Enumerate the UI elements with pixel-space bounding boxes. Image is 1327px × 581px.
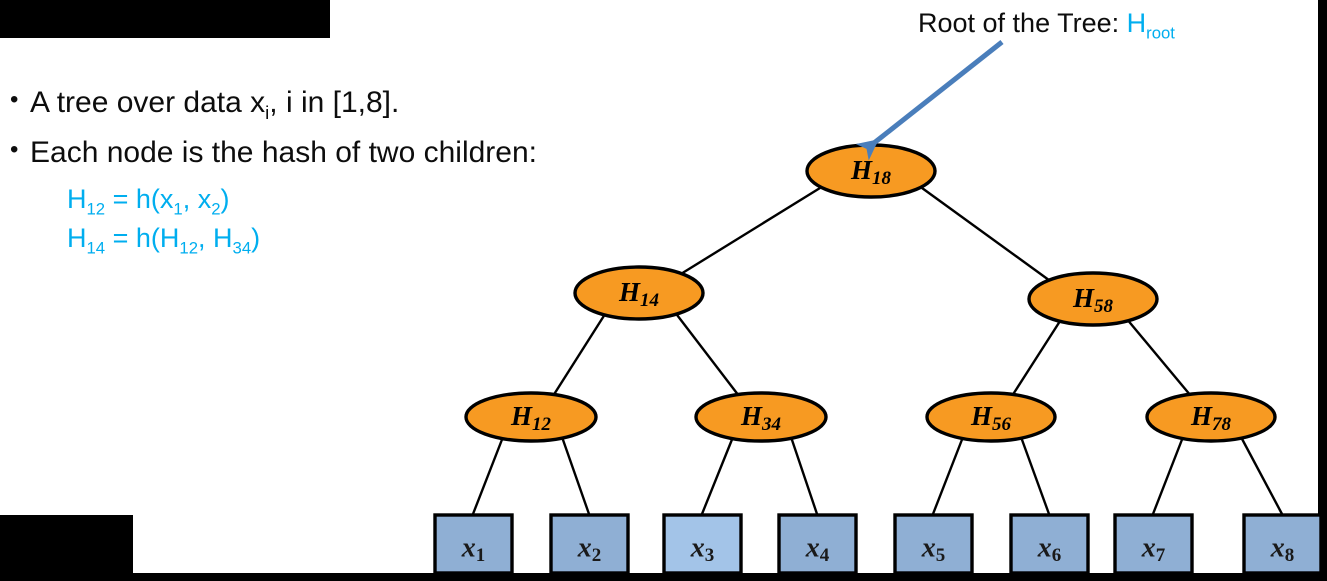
- callout-prefix: Root of the Tree:: [918, 8, 1127, 38]
- leaf-label: x4: [805, 532, 830, 566]
- hash-node: H58: [1027, 271, 1159, 327]
- hash-node: H14: [573, 265, 705, 321]
- bullet-marker: •: [10, 86, 19, 113]
- hash-node-ellipse: [694, 391, 828, 443]
- hash-node-label: H14: [618, 277, 659, 311]
- root-callout-label: Root of the Tree: Hroot: [918, 8, 1175, 43]
- hash-node-label: H12: [510, 401, 552, 435]
- tree-edge: [675, 186, 821, 279]
- hash-node: H34: [694, 391, 828, 443]
- leaf-node: x5: [893, 513, 974, 575]
- bullet-list: • A tree over data xi, i in [1,8]. • Eac…: [10, 82, 710, 260]
- tree-edge: [551, 310, 609, 397]
- leaf-box: [549, 513, 630, 575]
- bullet-text: Each node is the hash of two children:: [30, 136, 537, 170]
- redaction-bar-top: [0, 0, 330, 38]
- bullet-item: • Each node is the hash of two children:: [10, 132, 710, 175]
- tree-edge: [1019, 436, 1051, 515]
- hash-node-ellipse: [1145, 391, 1277, 443]
- formula-h12: H12 = h(x1, x2): [67, 183, 230, 219]
- hash-node-ellipse: [573, 265, 705, 321]
- bullet-marker: •: [10, 136, 19, 164]
- redaction-bar-bottom-left: [0, 515, 133, 573]
- tree-edge: [1239, 436, 1284, 515]
- leaf-box: [1009, 513, 1090, 575]
- tree-edge-group: [471, 186, 1284, 515]
- hash-node: H78: [1145, 391, 1277, 443]
- hash-node-ellipse: [925, 391, 1057, 443]
- leaf-box: [777, 513, 858, 575]
- leaf-box: [433, 513, 514, 575]
- leaf-node: x2: [549, 513, 630, 575]
- tree-edge: [931, 436, 965, 515]
- tree-edge: [471, 436, 505, 515]
- leaf-node: x8: [1242, 513, 1323, 575]
- tree-edge: [1125, 317, 1192, 397]
- tree-edge: [789, 436, 819, 515]
- tree-edge: [1010, 317, 1064, 397]
- tree-edge: [700, 436, 735, 515]
- tree-edge: [1151, 436, 1185, 515]
- leaf-box: [1113, 513, 1194, 575]
- hash-node-ellipse: [464, 391, 598, 443]
- bullet-text: A tree over data xi, i in [1,8].: [30, 86, 400, 123]
- leaf-box: [1242, 513, 1323, 575]
- leaf-box-group: x1 x2 x3 x4 x5 x6 x7 x8: [433, 513, 1323, 575]
- callout-symbol: Hroot: [1126, 8, 1175, 43]
- leaf-node: x4: [777, 513, 858, 575]
- leaf-box: [893, 513, 974, 575]
- bullet-item: • A tree over data xi, i in [1,8].: [10, 82, 710, 126]
- hash-node: H12: [464, 391, 598, 443]
- callout-arrow: [855, 40, 1004, 161]
- tree-edge: [560, 436, 591, 515]
- leaf-node: x7: [1113, 513, 1194, 575]
- tree-edge: [673, 310, 740, 397]
- right-edge-bar: [1318, 0, 1327, 581]
- leaf-node: x1: [433, 513, 514, 575]
- hash-node-ellipse: [1027, 271, 1159, 327]
- footer-rule: [0, 573, 1327, 581]
- leaf-box: [662, 513, 743, 575]
- tree-edge: [921, 187, 1054, 284]
- hash-node: H56: [925, 391, 1057, 443]
- leaf-node: x6: [1009, 513, 1090, 575]
- formula-h14: H14 = h(H12, H34): [67, 223, 261, 258]
- hash-node: H18: [805, 143, 937, 199]
- leaf-node: x3: [662, 513, 743, 575]
